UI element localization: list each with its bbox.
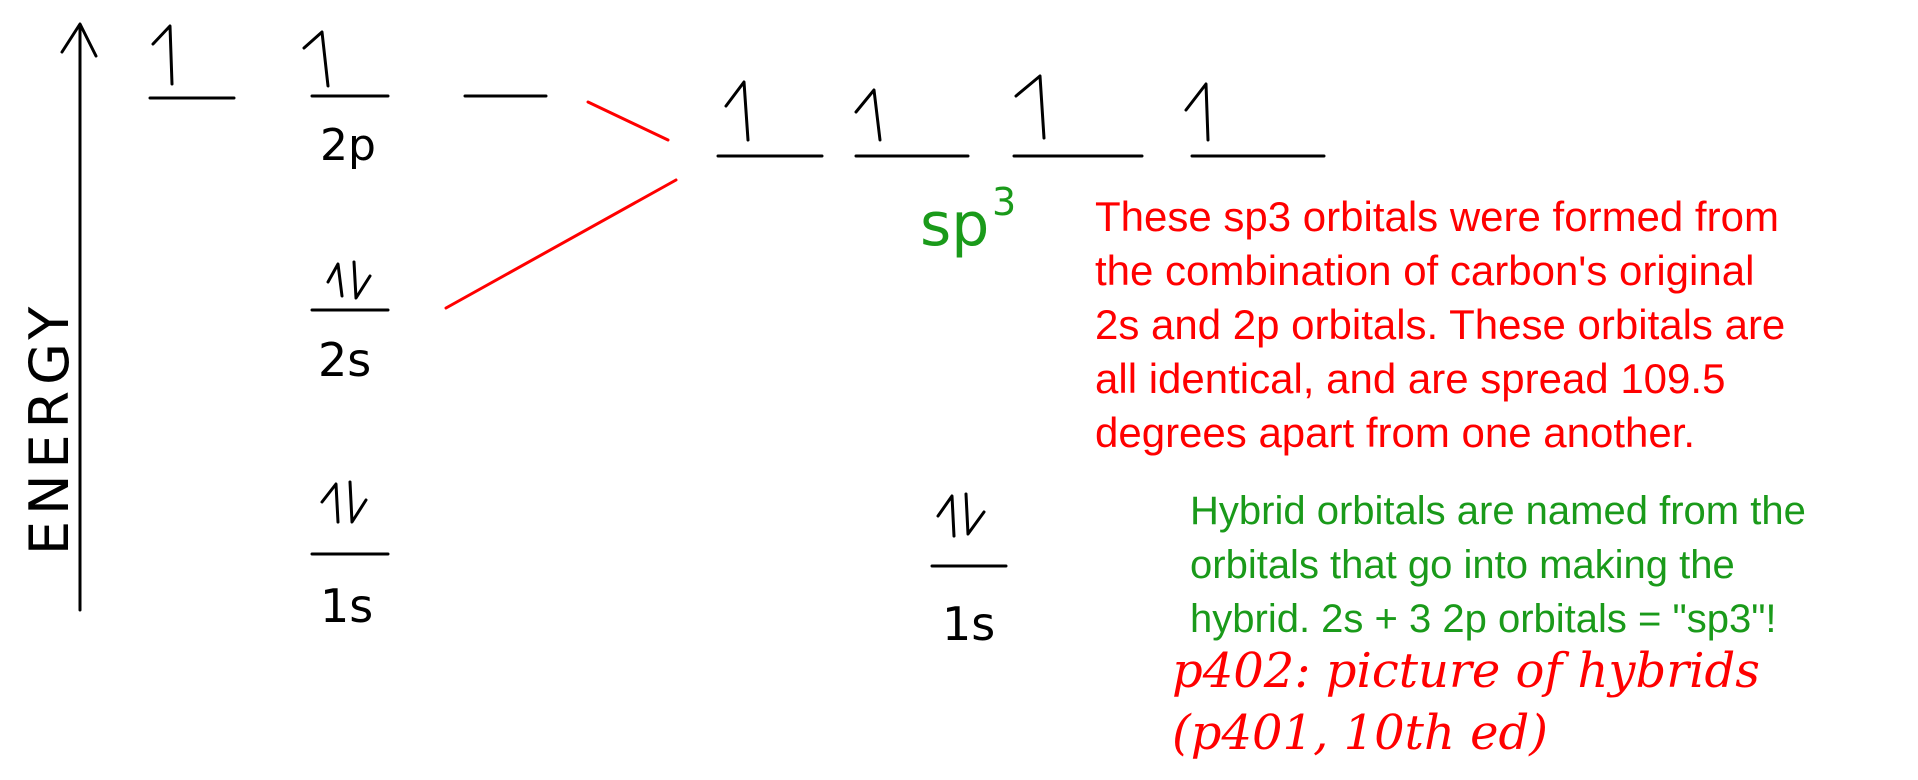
- electron-down-arrow: [352, 260, 372, 300]
- electron-down-arrow: [348, 480, 368, 524]
- label-2p: 2p: [320, 120, 376, 171]
- note-line: Hybrid orbitals are named from the: [1190, 489, 1806, 533]
- sp3-orbital-4: [1184, 82, 1326, 158]
- hybrid-naming-note: Hybrid orbitals are named from the orbit…: [1190, 484, 1806, 646]
- label-2s: 2s: [318, 333, 371, 387]
- electron-up-arrow: [302, 30, 330, 88]
- label-sp3: sp: [920, 190, 989, 260]
- label-1s-right: 1s: [942, 597, 995, 651]
- energy-axis-label: ENERGY: [18, 301, 81, 555]
- orbital-1s-right-level: [930, 492, 1008, 568]
- label-1s-left: 1s: [320, 579, 373, 633]
- orbital-2s-level: [310, 260, 390, 312]
- red-connector-from-2s: [444, 178, 678, 310]
- note-line: orbitals that go into making the: [1190, 543, 1735, 587]
- note-line: hybrid. 2s + 3 2p orbitals = "sp3"!: [1190, 597, 1777, 641]
- note-line: degrees apart from one another.: [1095, 409, 1696, 456]
- note-line: all identical, and are spread 109.5: [1095, 355, 1726, 402]
- sp3-explanation-note: These sp3 orbitals were formed from the …: [1095, 190, 1785, 460]
- electron-up-arrow: [1184, 82, 1210, 142]
- orbital-2p-level-2: [302, 30, 390, 98]
- electron-up-arrow: [326, 262, 344, 298]
- electron-up-arrow: [1014, 74, 1046, 140]
- note-line: (p401, 10th ed): [1172, 705, 1548, 761]
- handwritten-page-reference: p402: picture of hybrids (p401, 10th ed): [1172, 640, 1760, 764]
- sp3-orbital-2: [854, 88, 970, 158]
- energy-axis: [60, 22, 98, 612]
- red-connector-from-2p: [586, 100, 670, 142]
- sp3-orbital-1: [716, 80, 824, 158]
- electron-up-arrow: [320, 482, 340, 524]
- electron-up-arrow: [854, 88, 882, 142]
- electron-up-arrow: [936, 494, 956, 538]
- label-sp3-superscript: 3: [992, 180, 1016, 224]
- electron-up-arrow: [151, 24, 174, 86]
- sp3-orbital-3: [1012, 74, 1144, 158]
- electron-down-arrow: [964, 492, 986, 536]
- note-line: the combination of carbon's original: [1095, 247, 1755, 294]
- orbital-1s-left-level: [310, 480, 390, 556]
- note-line: 2s and 2p orbitals. These orbitals are: [1095, 301, 1786, 348]
- note-line: These sp3 orbitals were formed from: [1095, 193, 1779, 240]
- orbital-2p-level-1: [148, 24, 236, 100]
- note-line: p402: picture of hybrids: [1172, 643, 1760, 699]
- electron-up-arrow: [724, 80, 750, 142]
